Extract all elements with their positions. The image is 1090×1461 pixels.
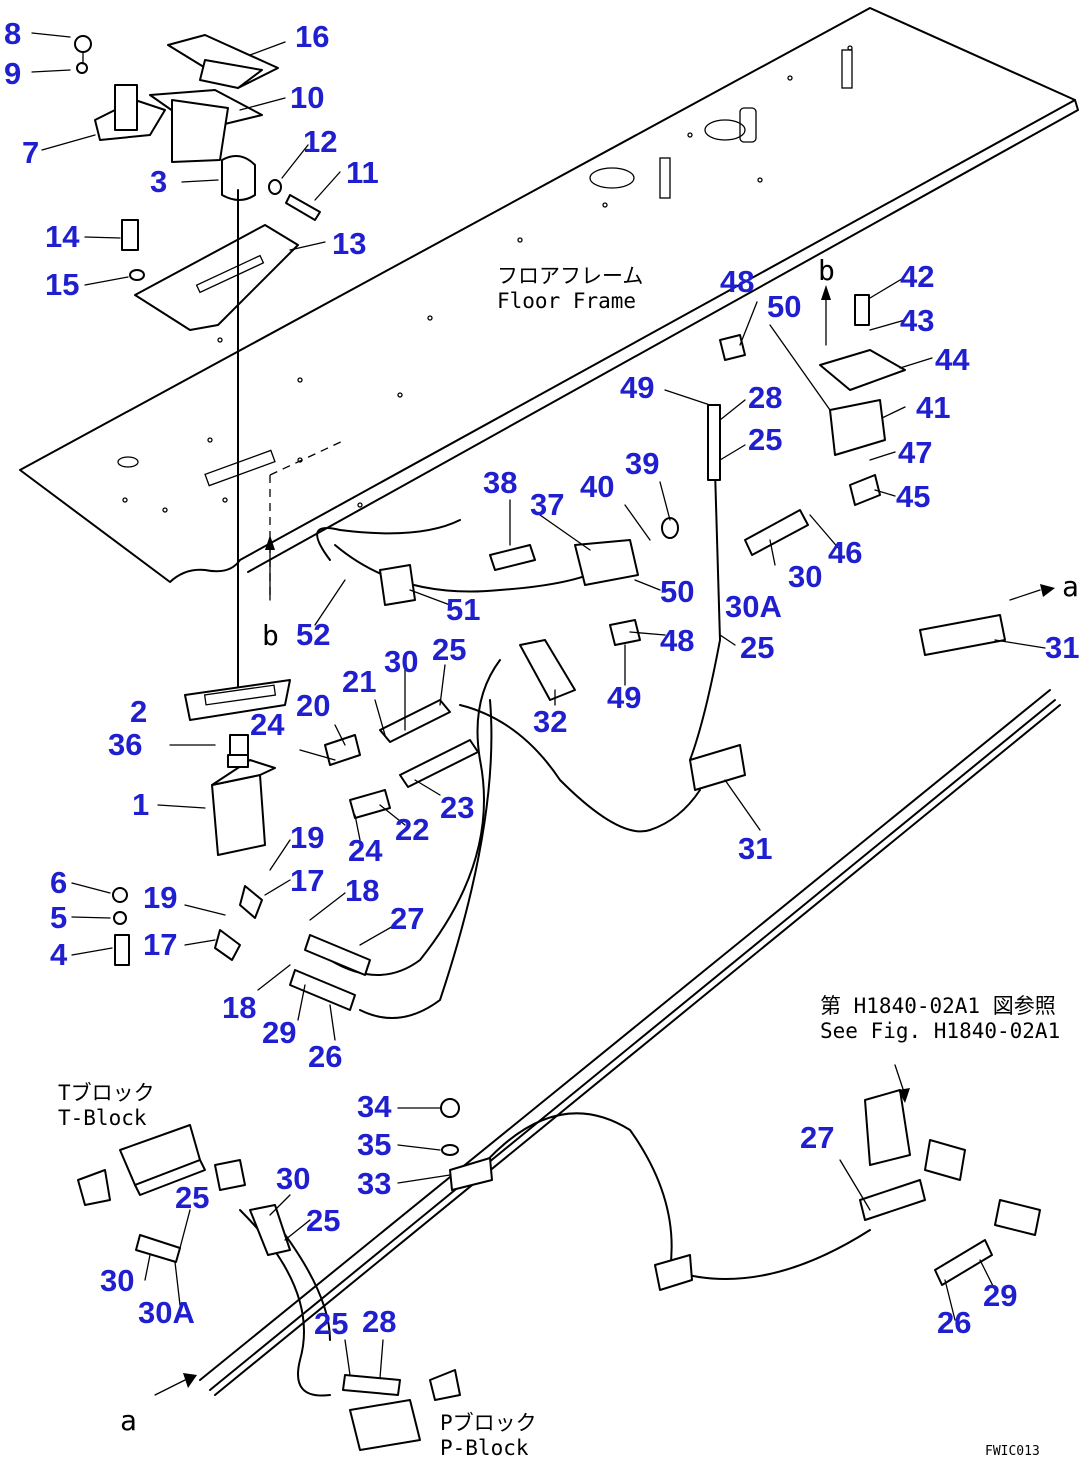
callout-30-lower-right: 30 xyxy=(276,1161,310,1196)
hoses xyxy=(199,469,1061,1397)
callout-28-lower: 28 xyxy=(362,1304,396,1339)
callout-40: 40 xyxy=(580,469,614,504)
direction-arrows xyxy=(154,285,1055,1396)
reference-b-upper: b xyxy=(818,254,835,287)
callout-46: 46 xyxy=(828,535,862,570)
callout-7: 7 xyxy=(22,135,39,170)
ppc-valve xyxy=(112,679,291,966)
callout-30-mid: 30 xyxy=(788,559,822,594)
callout-52: 52 xyxy=(296,617,330,652)
callout-11: 11 xyxy=(346,155,379,190)
callout-27-lower: 27 xyxy=(800,1120,834,1155)
callout-35: 35 xyxy=(357,1127,391,1162)
callout-42: 42 xyxy=(900,259,934,294)
callout-6: 6 xyxy=(50,865,67,900)
callout-2: 2 xyxy=(130,694,147,729)
callout-13: 13 xyxy=(332,226,366,261)
callout-12: 12 xyxy=(303,124,337,159)
callout-17-bottom: 17 xyxy=(143,927,177,962)
callout-47: 47 xyxy=(898,435,932,470)
callout-30a-mid: 30A xyxy=(725,589,782,624)
floor-frame-plate xyxy=(19,7,1079,583)
reference-a-right: a xyxy=(1062,570,1079,603)
callout-34: 34 xyxy=(357,1089,392,1124)
floor-frame-label-en: Floor Frame xyxy=(497,289,636,313)
callout-41: 41 xyxy=(916,390,950,425)
pedal-assembly xyxy=(74,34,321,331)
callout-15: 15 xyxy=(45,267,79,302)
reference-a-left: a xyxy=(120,1404,137,1437)
callout-23: 23 xyxy=(440,790,474,825)
callout-49-top: 49 xyxy=(620,370,654,405)
callout-26-lower: 26 xyxy=(937,1305,971,1340)
p-block-label-en: P-Block xyxy=(440,1436,529,1460)
callout-19-bottom: 19 xyxy=(143,880,177,915)
callout-27-mid: 27 xyxy=(390,901,424,936)
fittings xyxy=(77,294,1041,1451)
callout-33: 33 xyxy=(357,1166,391,1201)
see-fig-label-jp: 第 H1840-02A1 図参照 xyxy=(820,994,1056,1018)
callout-31-center: 31 xyxy=(738,831,772,866)
callout-4: 4 xyxy=(50,937,68,972)
callout-32: 32 xyxy=(533,704,567,739)
callout-48-top: 48 xyxy=(720,264,754,299)
callout-16: 16 xyxy=(295,19,329,54)
callout-38: 38 xyxy=(483,465,517,500)
callout-24-bottom: 24 xyxy=(348,833,383,868)
callout-25-top: 25 xyxy=(748,422,782,457)
figure-id: FWIC013 xyxy=(985,1444,1040,1459)
callout-1: 1 xyxy=(132,787,149,822)
callout-5: 5 xyxy=(50,900,67,935)
callout-labels: 8 9 16 10 7 3 12 11 14 13 15 42 43 44 41… xyxy=(4,16,1079,1341)
callout-20: 20 xyxy=(296,688,330,723)
callout-19-top: 19 xyxy=(290,820,324,855)
callout-18-top: 18 xyxy=(345,873,379,908)
callout-30-valve: 30 xyxy=(384,644,418,679)
callout-25-lower-right: 25 xyxy=(306,1203,340,1238)
callout-50-mid: 50 xyxy=(660,574,694,609)
callout-25-valve: 25 xyxy=(432,632,466,667)
callout-50-top: 50 xyxy=(767,289,801,324)
callout-48-mid: 48 xyxy=(660,623,694,658)
callout-29-mid: 29 xyxy=(262,1015,296,1050)
callout-44: 44 xyxy=(935,342,970,377)
callout-25-mid: 25 xyxy=(740,630,774,665)
callout-45: 45 xyxy=(896,479,930,514)
callout-25-lower: 25 xyxy=(314,1306,348,1341)
callout-29-lower: 29 xyxy=(983,1278,1017,1313)
callout-51: 51 xyxy=(446,592,480,627)
callout-26-mid: 26 xyxy=(308,1039,342,1074)
t-block-label-jp: Tブロック xyxy=(58,1081,155,1105)
callout-21: 21 xyxy=(342,664,376,699)
callout-3: 3 xyxy=(150,164,167,199)
callout-30a-lower: 30A xyxy=(138,1295,195,1330)
callout-14: 14 xyxy=(45,219,80,254)
see-fig-label-en: See Fig. H1840-02A1 xyxy=(820,1019,1060,1043)
callout-36: 36 xyxy=(108,727,142,762)
t-block-label-en: T-Block xyxy=(58,1106,147,1130)
callout-49-mid: 49 xyxy=(607,680,641,715)
callout-39: 39 xyxy=(625,446,659,481)
callout-22: 22 xyxy=(395,812,429,847)
callout-37: 37 xyxy=(530,487,564,522)
annotation-notes: フロアフレーム Floor Frame 第 H1840-02A1 図参照 See… xyxy=(58,254,1079,1460)
callout-25-lower-left: 25 xyxy=(175,1180,209,1215)
callout-9: 9 xyxy=(4,56,21,91)
callout-10: 10 xyxy=(290,80,324,115)
callout-30-lower-left: 30 xyxy=(100,1263,134,1298)
leader-lines xyxy=(31,32,1046,1379)
callout-18-bottom: 18 xyxy=(222,990,256,1025)
callout-24-top: 24 xyxy=(250,707,285,742)
callout-8: 8 xyxy=(4,16,21,51)
callout-28-top: 28 xyxy=(748,380,782,415)
callout-31-right: 31 xyxy=(1045,630,1079,665)
reference-b-lower: b xyxy=(262,619,279,652)
callout-43: 43 xyxy=(900,303,934,338)
p-block-label-jp: Pブロック xyxy=(440,1411,537,1435)
floor-frame-label-jp: フロアフレーム xyxy=(497,264,643,288)
callout-17-top: 17 xyxy=(290,863,324,898)
